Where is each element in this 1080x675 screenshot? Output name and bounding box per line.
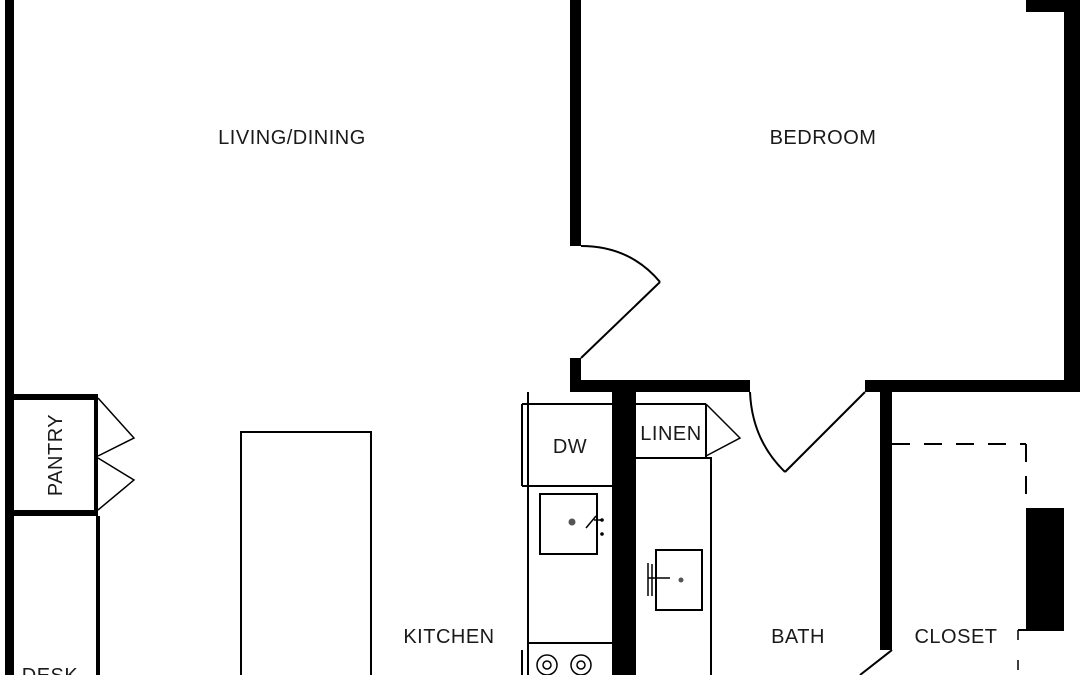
wall-kitchen-bath [612, 392, 636, 675]
bath-door [749, 391, 866, 473]
bath-vanity [647, 458, 712, 675]
pantry-door-upper [97, 397, 136, 457]
kitchen-faucet-knob-upper [600, 518, 604, 522]
pantry-door-lower [97, 457, 136, 511]
label-kitchen: KITCHEN [403, 626, 494, 648]
bath-door-arc [749, 391, 786, 473]
label-linen: LINEN [640, 423, 701, 445]
wall-closet-block [1026, 508, 1064, 630]
label-desk: DESK [22, 665, 79, 675]
burner-left-inner-icon [542, 660, 552, 670]
kitchen-island [240, 431, 372, 675]
burner-right-inner-icon [576, 660, 586, 670]
linen-closet [636, 403, 742, 459]
bedroom-door-leaf [580, 281, 661, 359]
wall-top-right [1026, 0, 1064, 12]
label-living-dining: LIVING/DINING [218, 127, 366, 149]
wall-bedroom-bottom-right [865, 380, 1080, 392]
wall-bedroom-bottom-left [570, 380, 750, 392]
burner-right-icon [570, 654, 592, 675]
pantry-doors [97, 397, 136, 511]
bath-sink-drain [678, 577, 684, 583]
kitchen-sink [539, 493, 604, 555]
wall-right-exterior [1064, 0, 1080, 390]
kitchen-faucet-icon [585, 515, 603, 529]
wall-left-exterior [5, 0, 14, 675]
kitchen-faucet-knob-lower [600, 532, 604, 536]
closet-fixtures [859, 443, 1064, 675]
closet-door-leaf [859, 649, 893, 675]
burner-left-icon [536, 654, 558, 675]
label-dw: DW [553, 436, 587, 458]
label-closet: CLOSET [914, 626, 997, 648]
label-bath: BATH [771, 626, 825, 648]
wall-living-bedroom-upper [570, 0, 581, 246]
wall-desk-right [96, 516, 100, 675]
kitchen-counter [521, 392, 612, 675]
bedroom-door-arc [580, 245, 661, 283]
wall-bath-closet [880, 392, 892, 650]
bath-faucet-icon [647, 563, 670, 596]
label-bedroom: BEDROOM [770, 127, 877, 149]
wall-pantry-right [94, 394, 98, 516]
bedroom-door [580, 245, 661, 359]
wall-pantry-bottom [14, 510, 98, 516]
kitchen-sink-basin [539, 493, 598, 555]
walls [5, 0, 1080, 675]
linen-door [705, 403, 742, 457]
range [536, 654, 592, 675]
kitchen-sink-drain [568, 518, 576, 526]
label-pantry: PANTRY [45, 414, 67, 496]
bath-door-leaf [784, 391, 866, 473]
bath-sink-basin [655, 549, 703, 611]
wall-living-bedroom-lower [570, 358, 581, 390]
wall-pantry-top [14, 394, 96, 400]
